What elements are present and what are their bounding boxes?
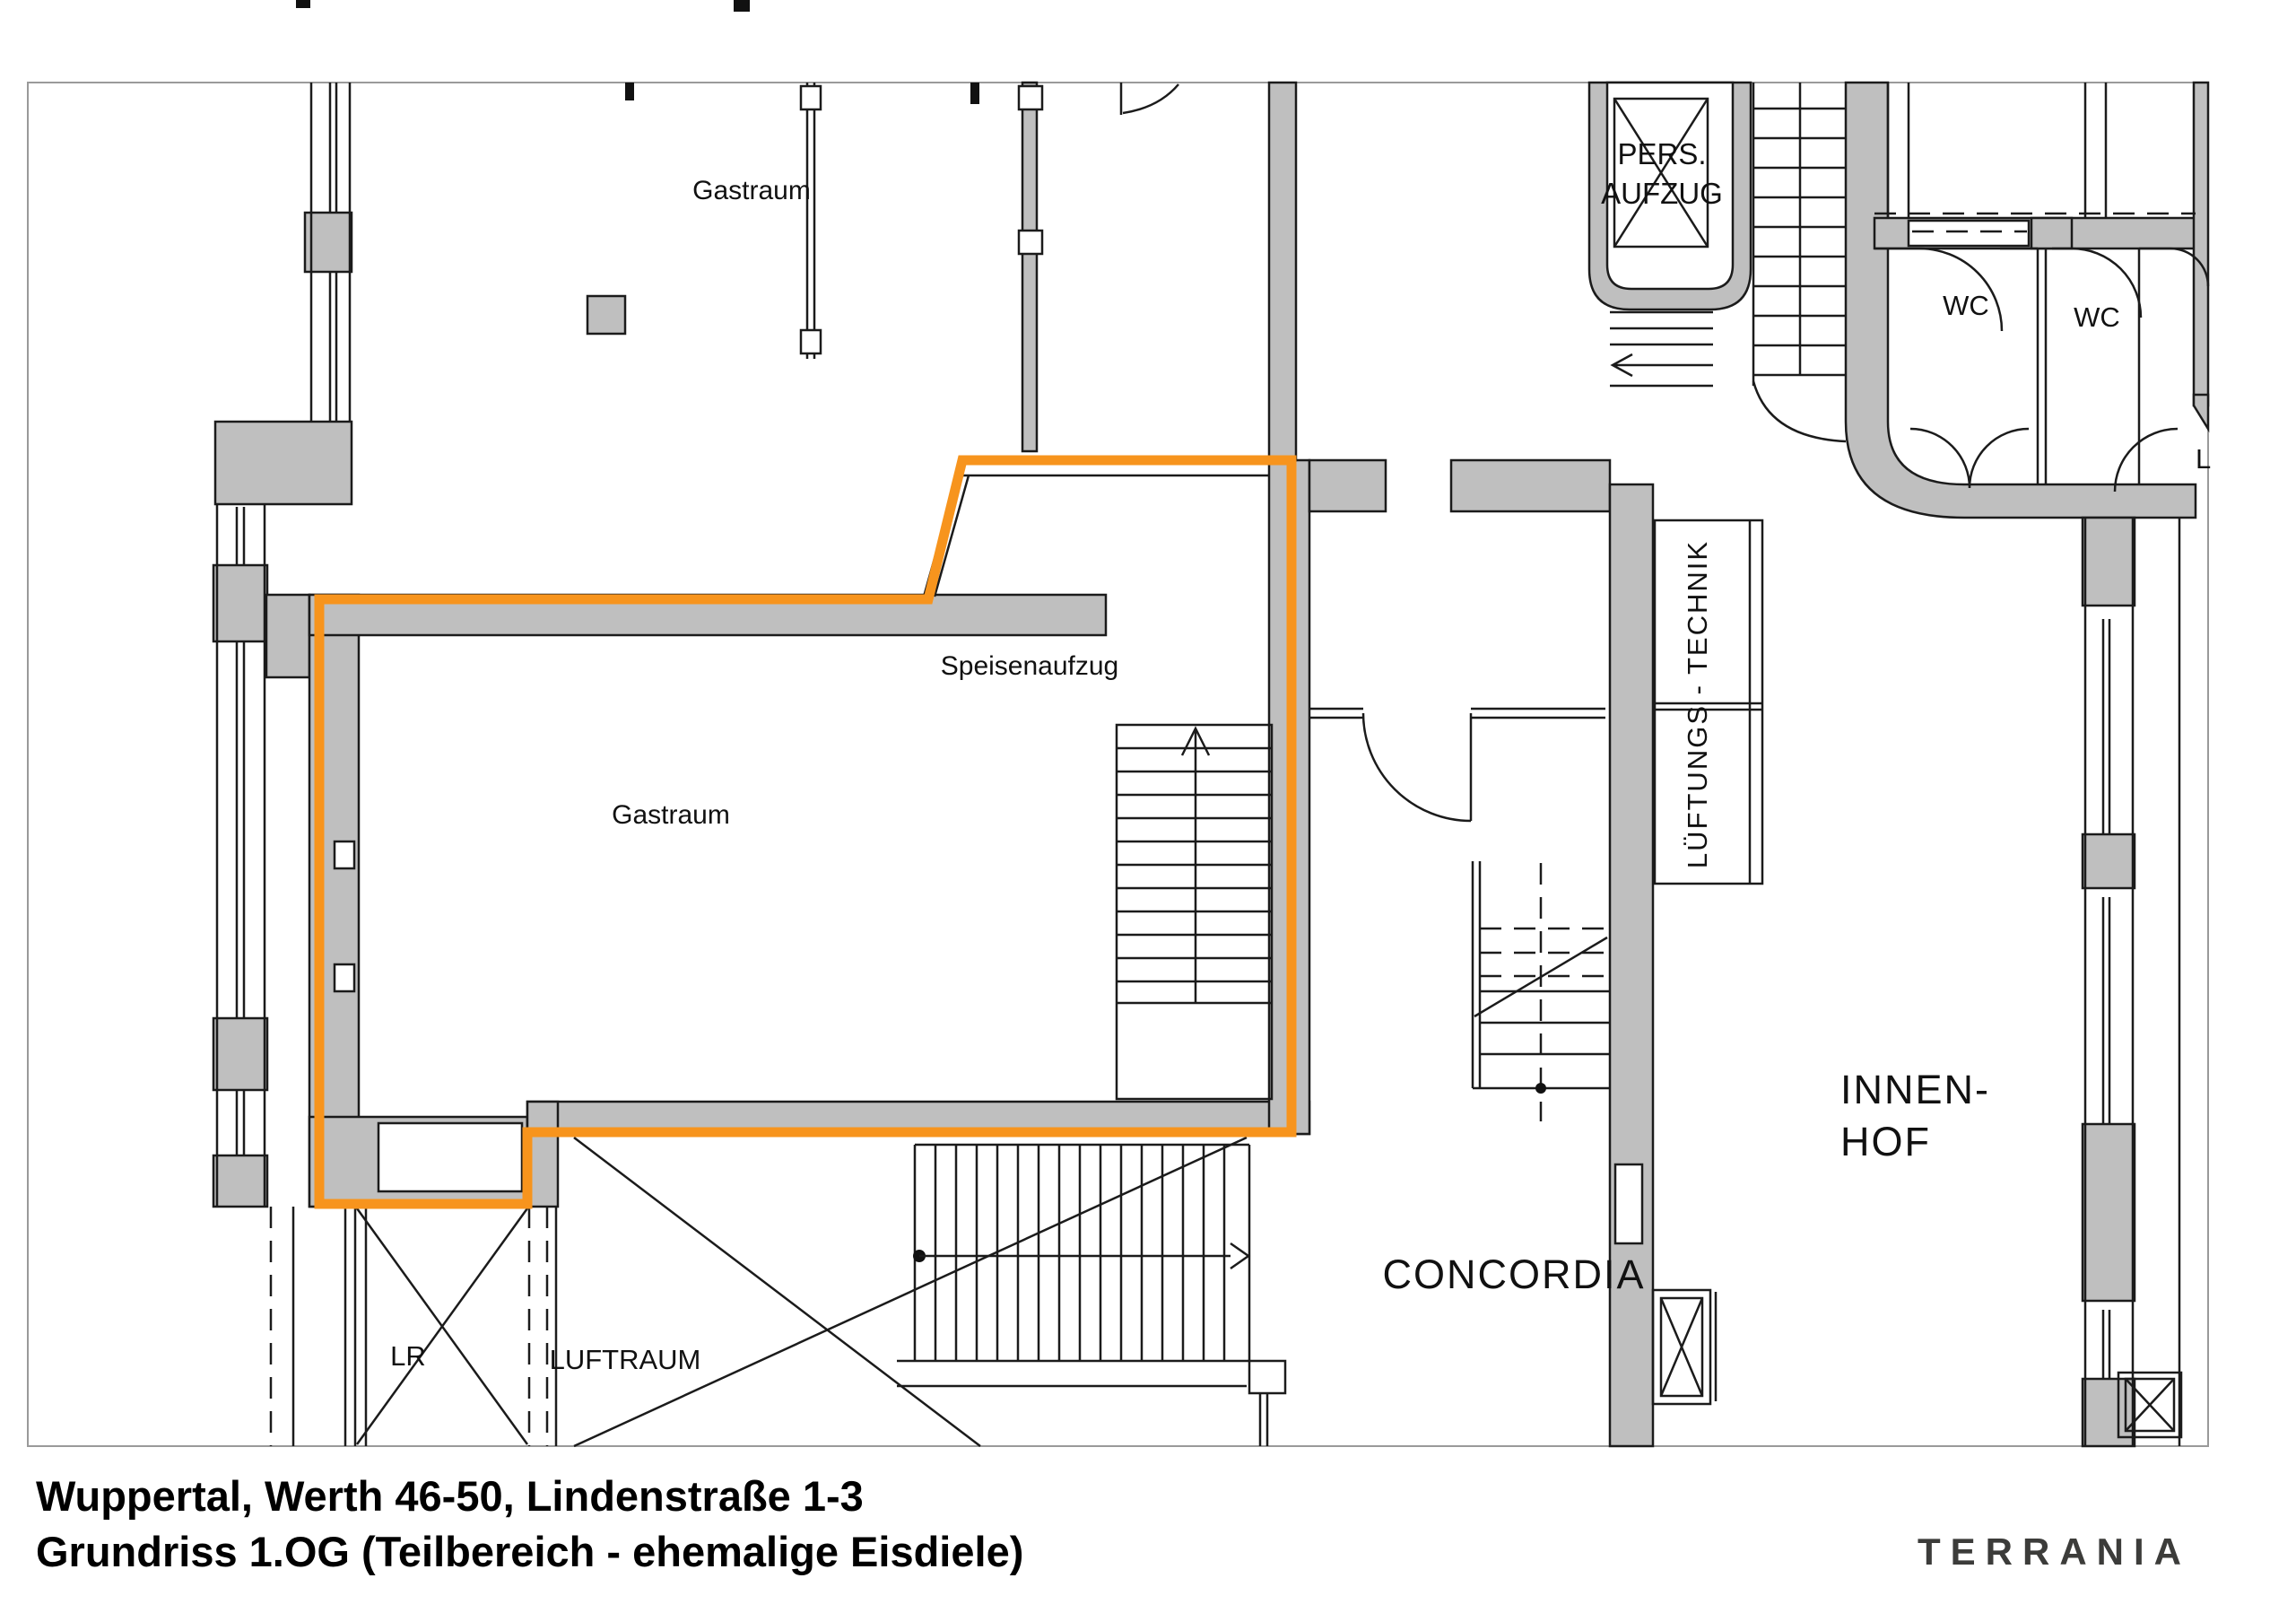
lr-cross (355, 1208, 529, 1445)
column (586, 294, 627, 336)
caption-line2: Grundriss 1.OG (Teilbereich - ehemalige … (36, 1528, 1023, 1575)
room-label-wc-right: WC (2074, 301, 2120, 333)
room-label-lr: LR (390, 1340, 426, 1372)
stair-inner-room (1115, 723, 1274, 1101)
stair-up-arrow (1180, 726, 1211, 756)
room-label-wc-left: WC (1943, 290, 1989, 321)
room-label-partial-l: L (2196, 443, 2211, 475)
elevator-pers-aufzug (1613, 97, 1709, 248)
plan-border-frame (27, 82, 2209, 1447)
room-label-pers-aufzug-line2: AUFZUG (1601, 177, 1723, 210)
room-label-pers-aufzug-line1: PERS. (1617, 137, 1706, 170)
elevator-bottom-right (2117, 1371, 2183, 1439)
stair-direction-arrow (1230, 1242, 1251, 1270)
highlight-outline-eisdiele (314, 455, 1297, 1209)
room-label-gastraum-upper: Gastraum (692, 176, 811, 205)
terrania-logo: TERRANIA (1918, 1530, 2191, 1573)
caption-line1: Wuppertal, Werth 46-50, Lindenstraße 1-3 (36, 1472, 864, 1520)
room-label-gastraum-lower: Gastraum (612, 800, 730, 830)
stair-winding-corridor (1471, 861, 1610, 1094)
thin-wall-lines (215, 83, 2210, 1446)
room-label-concordia: CONCORDIA (1382, 1251, 1645, 1297)
walls-layer (212, 81, 2210, 1448)
caption-block: Wuppertal, Werth 46-50, Lindenstraße 1-3… (36, 1472, 1023, 1575)
room-label-luftraum: LUFTRAUM (550, 1344, 701, 1375)
room-label-speisenaufzug: Speisenaufzug (941, 651, 1119, 681)
room-labels: Gastraum Gastraum Speisenaufzug PERS. AU… (390, 137, 2211, 1375)
dashed-lines (269, 212, 2196, 1446)
room-label-innenhof-line1: INNEN- (1840, 1067, 1990, 1112)
elevator-concordia (1651, 1288, 1718, 1406)
stair-main-bottom (355, 1136, 1287, 1448)
room-label-innenhof-line2: HOF (1840, 1119, 1931, 1164)
scan-artifacts (296, 0, 750, 12)
room-label-lueftungstechnik: LÜFTUNGS - TECHNIK (1682, 540, 1713, 868)
